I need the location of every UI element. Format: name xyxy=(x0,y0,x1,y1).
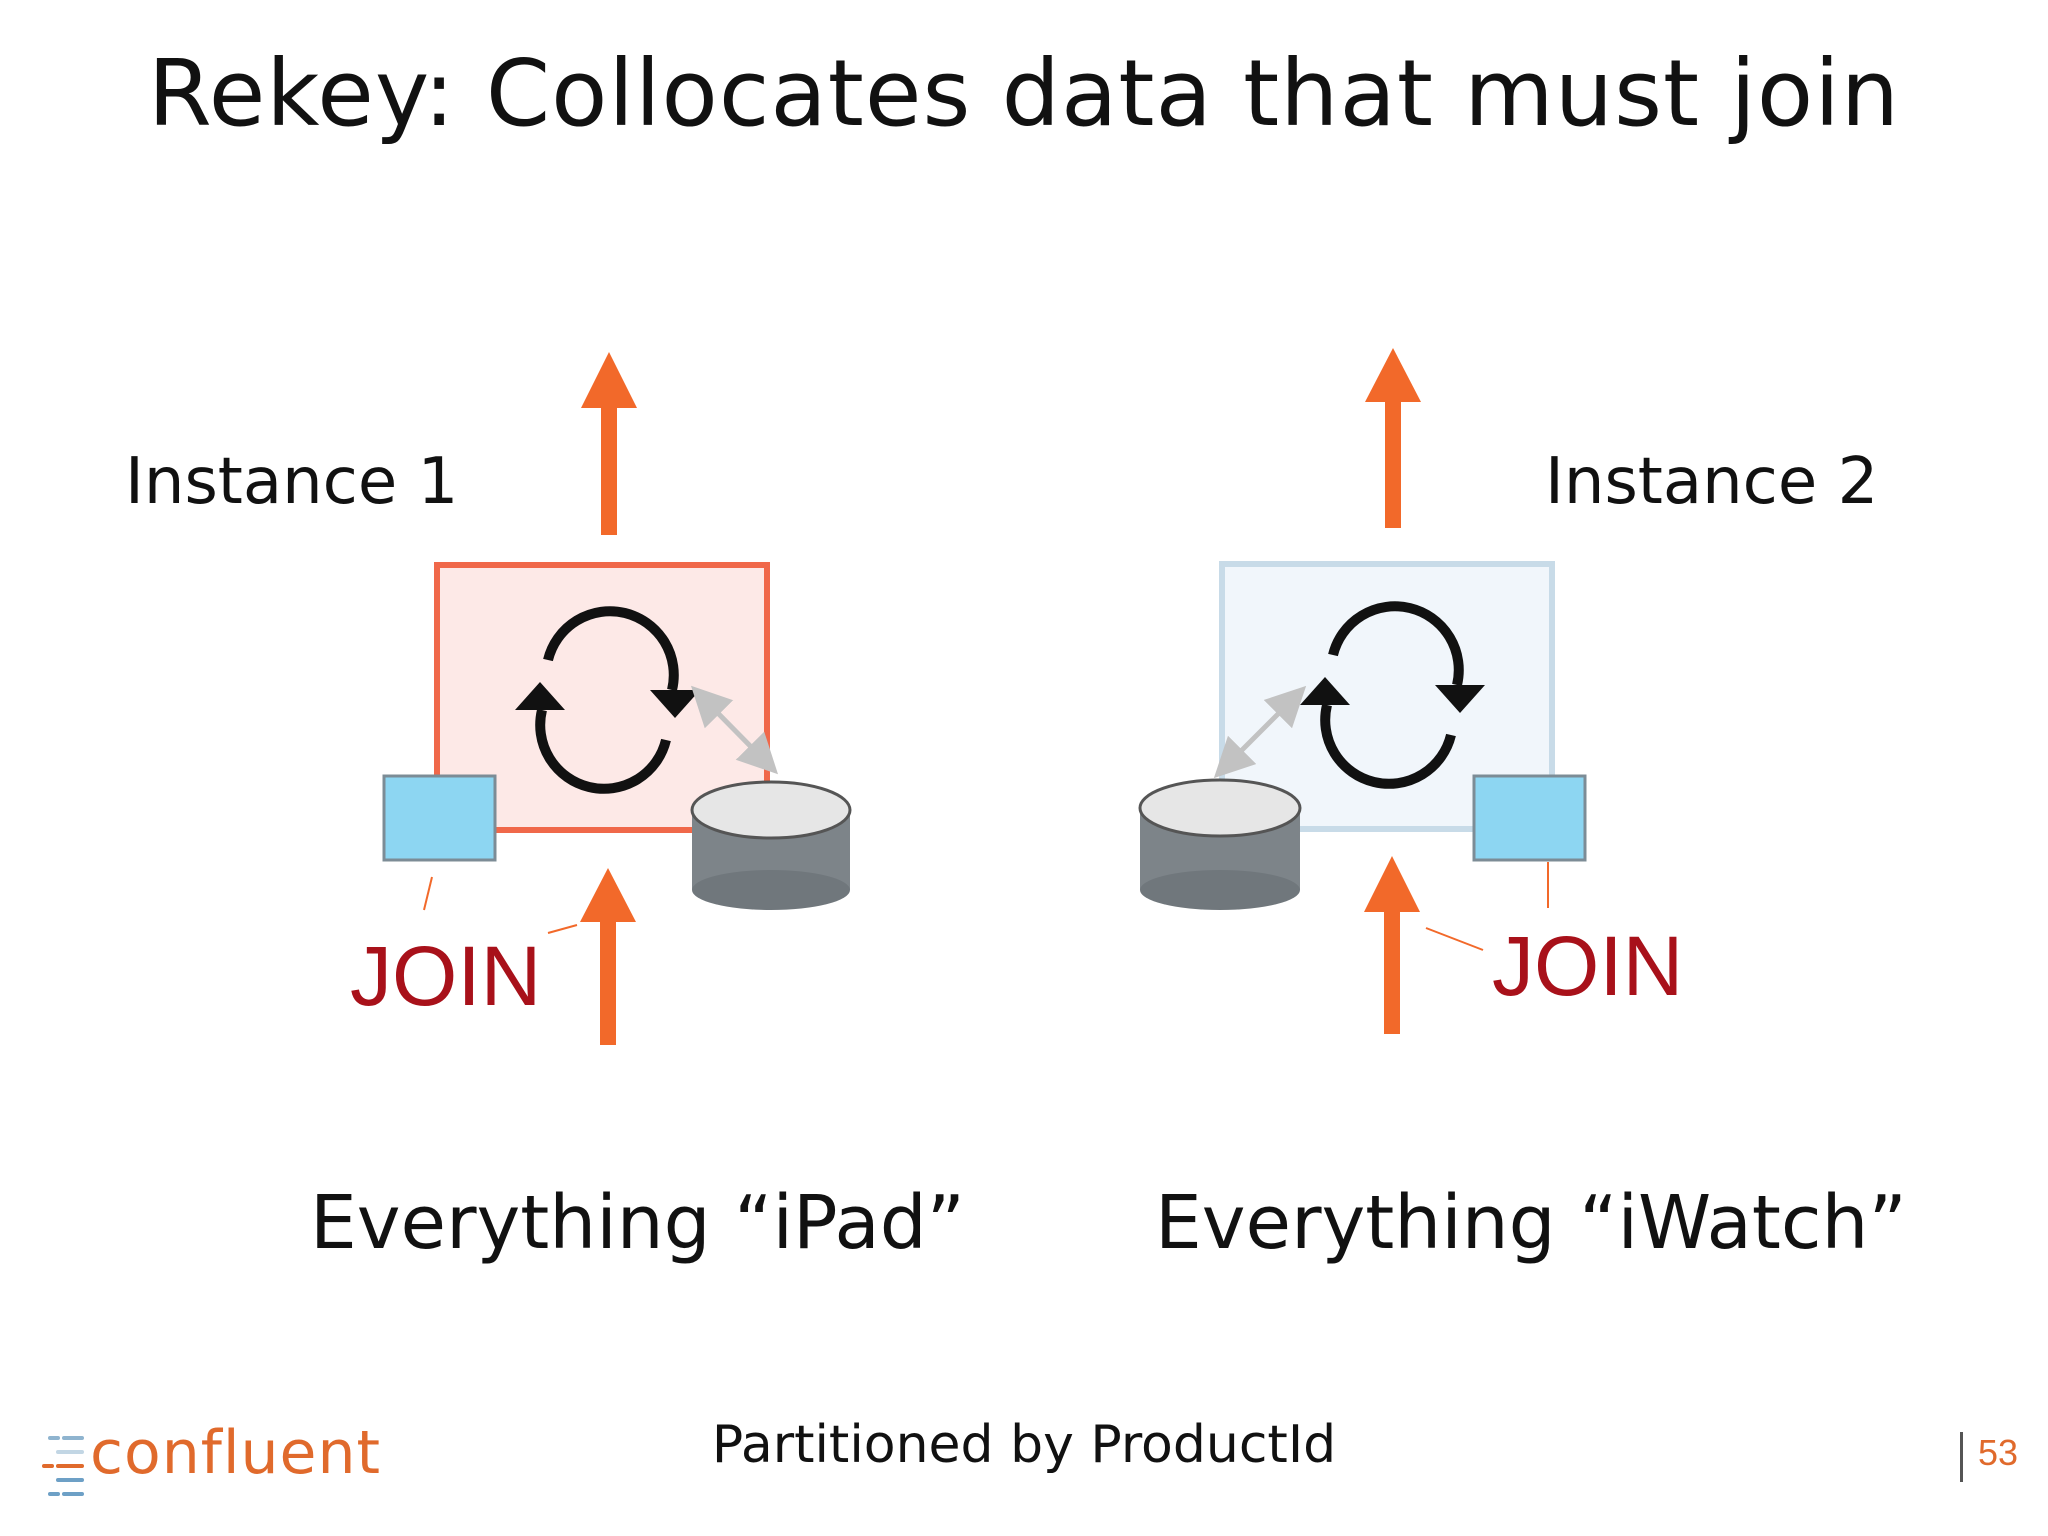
input-arrow-1 xyxy=(580,868,636,1045)
refresh-icon xyxy=(535,606,679,794)
confluent-logo: confluent xyxy=(45,1418,380,1498)
instance-2-group xyxy=(1138,348,1587,1034)
instance-2-label: Instance 2 xyxy=(1545,445,1879,519)
join-label-2: JOIN xyxy=(1492,919,1684,1013)
stream-box-1 xyxy=(382,774,497,862)
output-arrow-2 xyxy=(1365,348,1421,528)
state-store-1 xyxy=(690,780,852,910)
slide-title: Rekey: Collocates data that must join xyxy=(147,40,1901,147)
input-arrow-2 xyxy=(1364,856,1420,1034)
instance-1-label: Instance 1 xyxy=(125,445,459,519)
partition-footer: Partitioned by ProductId xyxy=(711,1415,1337,1475)
state-store-2 xyxy=(1138,778,1302,910)
refresh-icon xyxy=(1320,601,1464,789)
output-arrow-1 xyxy=(581,352,637,535)
page-number: 53 xyxy=(1977,1432,2018,1473)
logo-text: confluent xyxy=(90,1418,382,1488)
instance-1-caption: Everything “iPad” xyxy=(310,1180,966,1266)
join-label-1: JOIN xyxy=(350,929,542,1023)
instance-2-caption: Everything “iWatch” xyxy=(1155,1180,1907,1266)
stream-box-2 xyxy=(1472,774,1587,862)
page-number-separator xyxy=(1960,1432,1963,1482)
confluent-logo-icon xyxy=(42,1436,84,1496)
instance-1-group xyxy=(382,352,852,1045)
